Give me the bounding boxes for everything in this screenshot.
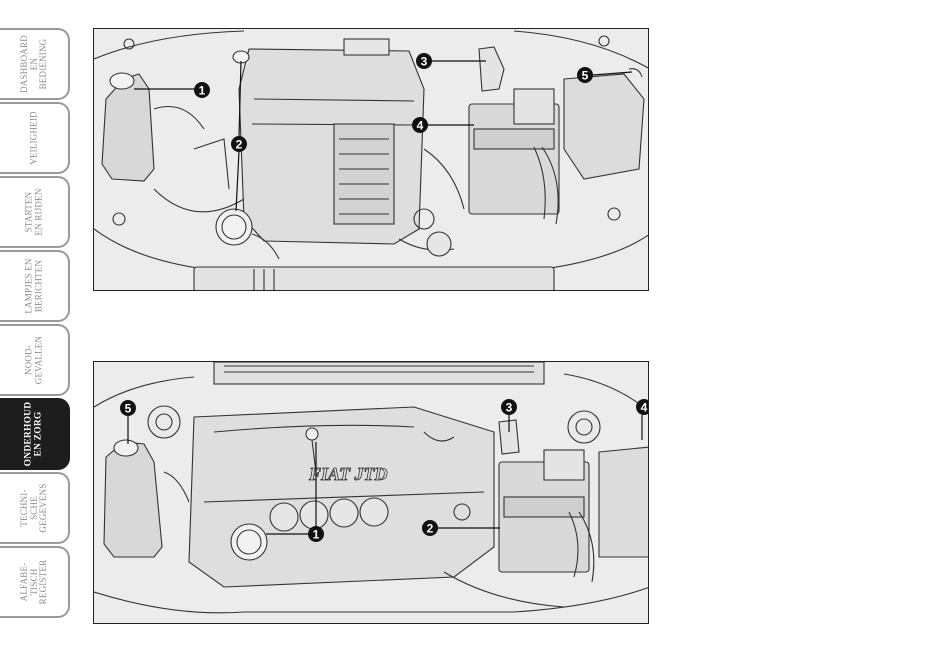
tab-label: ONDERHOUD EN ZORG xyxy=(25,400,44,468)
engine-linework xyxy=(94,31,649,291)
tab-onderhoud-en-zorg[interactable]: ONDERHOUD EN ZORG xyxy=(0,398,70,470)
tab-label: VEILIGHEID xyxy=(29,104,39,172)
engine-bay-figure-2: FIAT JTD 5 3 4 1 2 xyxy=(93,361,649,624)
tab-alfabetisch-register[interactable]: ALFABE- TISCH REGISTER xyxy=(0,546,70,618)
tab-veiligheid[interactable]: VEILIGHEID xyxy=(0,102,70,174)
engine-bay-figure-1: 1 2 3 4 5 xyxy=(93,28,649,291)
callout-number: 3 xyxy=(506,401,513,415)
engine-bay-drawing-1: 1 2 3 4 5 xyxy=(94,29,649,291)
callout-number: 3 xyxy=(421,55,428,69)
callout-number: 4 xyxy=(417,119,424,133)
callout-number: 5 xyxy=(582,69,589,83)
callout-5: 5 xyxy=(120,400,136,444)
engine-logo: FIAT JTD xyxy=(308,464,388,484)
tab-label: STARTEN EN RIJDEN xyxy=(25,178,44,246)
tab-lampjes-en-berichten[interactable]: LAMPJES EN BERICHTEN xyxy=(0,250,70,322)
tab-starten-en-rijden[interactable]: STARTEN EN RIJDEN xyxy=(0,176,70,248)
callout-number: 2 xyxy=(427,522,434,536)
tab-label: ALFABE- TISCH REGISTER xyxy=(20,548,49,616)
tab-noodgevallen[interactable]: NOOD- GEVALLEN xyxy=(0,324,70,396)
callout-4: 4 xyxy=(412,117,474,133)
callout-number: 4 xyxy=(641,401,648,415)
engine-bay-drawing-2: FIAT JTD 5 3 4 1 2 xyxy=(94,362,649,624)
callout-number: 1 xyxy=(313,528,320,542)
tab-label: NOOD- GEVALLEN xyxy=(25,326,44,394)
callout-number: 1 xyxy=(199,84,206,98)
callout-3: 3 xyxy=(416,53,486,69)
callout-number: 2 xyxy=(236,138,243,152)
tab-label: DASHBOARD EN BEDIENING xyxy=(20,30,49,98)
tab-label: LAMPJES EN BERICHTEN xyxy=(25,252,44,320)
callout-number: 5 xyxy=(125,402,132,416)
engine-linework xyxy=(94,362,649,613)
callout-4: 4 xyxy=(636,399,649,440)
tab-technische-gegevens[interactable]: TECHNI- SCHE GEGEVENS xyxy=(0,472,70,544)
tab-dashboard-en-bediening[interactable]: DASHBOARD EN BEDIENING xyxy=(0,28,70,100)
tab-label: TECHNI- SCHE GEGEVENS xyxy=(20,474,49,542)
